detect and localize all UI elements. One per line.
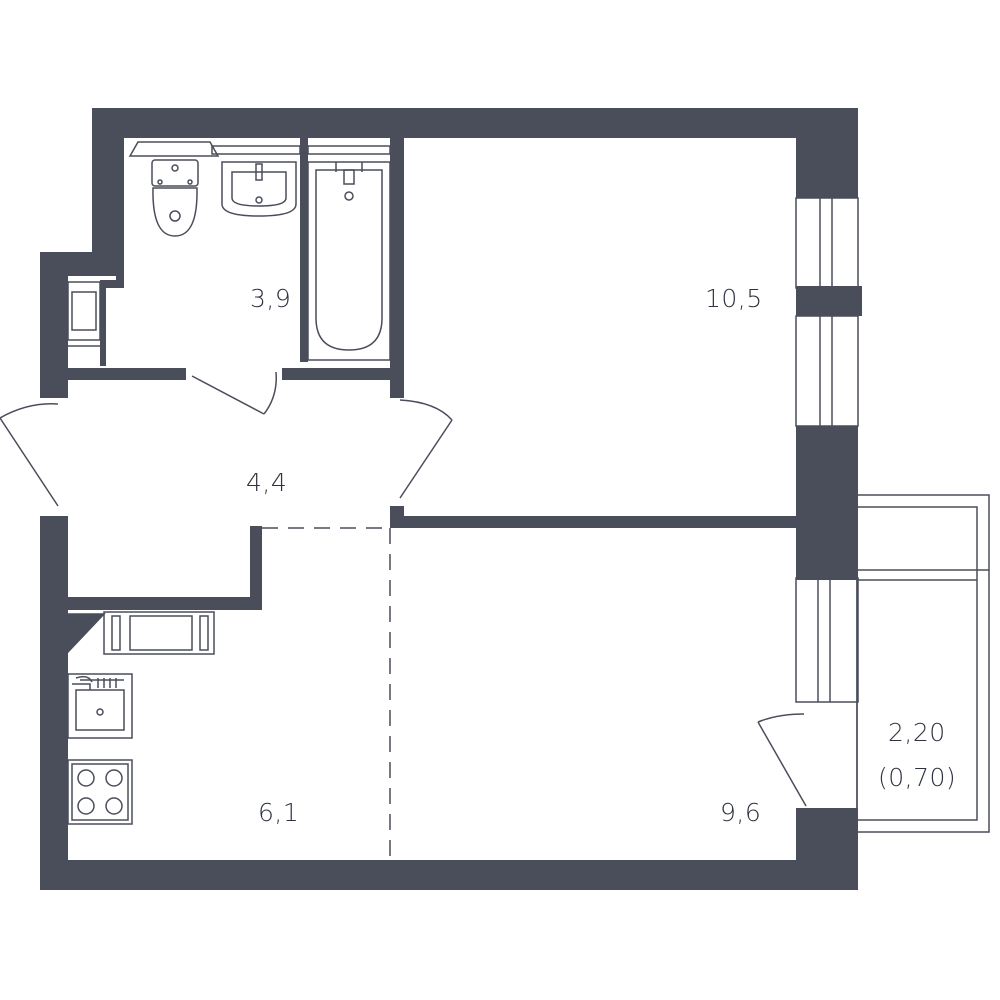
kitchen-living-area-label: 9,6 [720, 798, 762, 827]
stove-icon [67, 759, 133, 825]
zone-separators [262, 527, 391, 860]
fridge-icon [67, 611, 215, 655]
balcony [856, 494, 990, 833]
bathroom-area-label: 3,9 [250, 284, 292, 313]
bathtub-icon [307, 145, 391, 361]
door-swings [0, 371, 807, 807]
balcony-area-label: 2,20 [888, 718, 946, 747]
living-room-area-label: 10,5 [705, 284, 763, 313]
hallway-area-label: 4,4 [246, 468, 288, 497]
walls [40, 108, 862, 890]
kitchen-sink-icon [67, 673, 133, 739]
toilet-icon [128, 141, 220, 237]
kitchen-area-label: 6,1 [258, 798, 300, 827]
balcony-coefficient-label: (0,70) [878, 763, 957, 792]
washbasin-icon [211, 145, 301, 217]
washing-machine-icon [67, 281, 101, 347]
